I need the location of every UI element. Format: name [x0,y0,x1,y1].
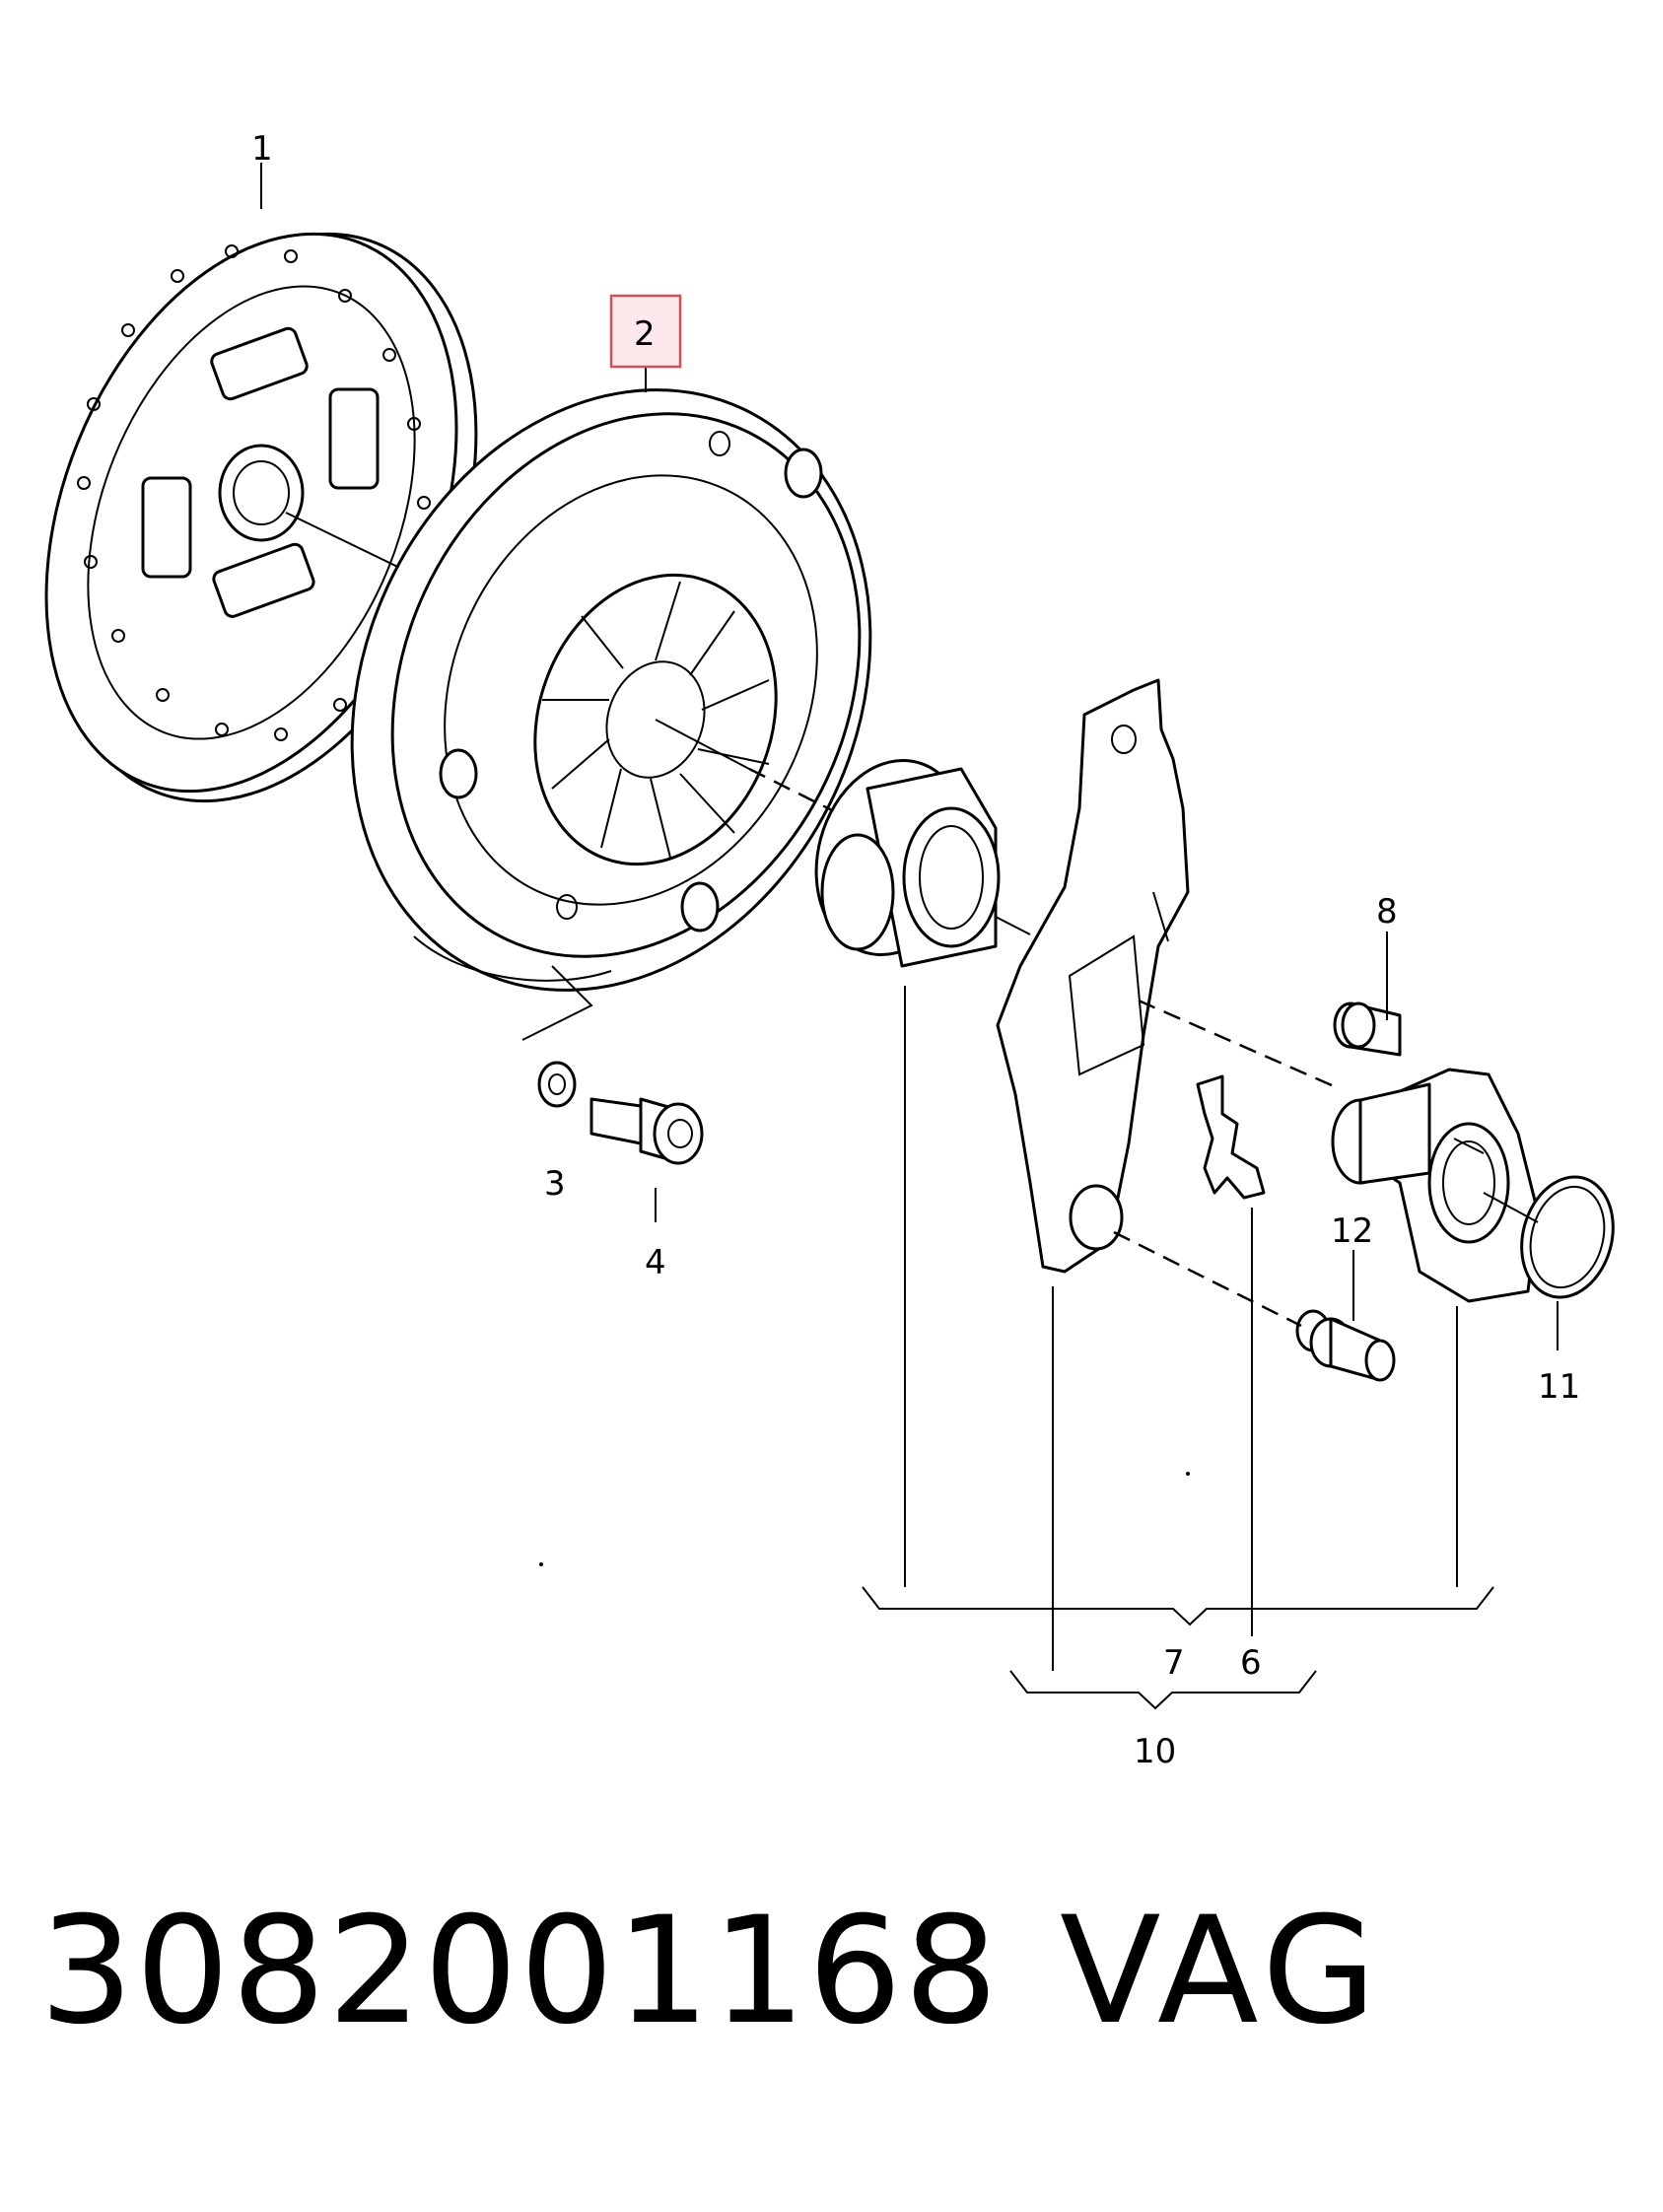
scan-dot [539,1562,543,1566]
guide-sleeve [1331,1068,1540,1303]
callout-6: 6 [1240,1643,1262,1683]
callout-2: 2 [634,314,656,354]
scan-dot [1186,1472,1190,1476]
washer [537,1061,577,1108]
brand-label: VAG [1060,1886,1383,2057]
callout-8: 8 [1376,892,1398,932]
axis-lines [521,965,1485,1328]
spring-clip [1196,1074,1266,1200]
plate-bolt [589,1097,704,1165]
release-bearing [814,758,1001,968]
callout-7: 7 [1163,1643,1185,1683]
callout-10: 10 [1134,1732,1176,1771]
leader-lines [260,163,1559,1710]
o-ring [1520,1175,1615,1299]
callout-4: 4 [645,1243,666,1282]
callout-highlight-box [609,294,682,369]
axis-line-plate [655,719,750,770]
callout-3: 3 [544,1164,566,1204]
guide-bolt [1333,1002,1402,1057]
release-fork [996,678,1190,1274]
pressure-plate [350,388,872,992]
callout-1: 1 [251,129,273,169]
callout-11: 11 [1538,1367,1580,1407]
part-number: 3082001168 [39,1886,1001,2057]
callout-12: 12 [1331,1211,1373,1251]
pivot-bolt [1295,1309,1396,1382]
